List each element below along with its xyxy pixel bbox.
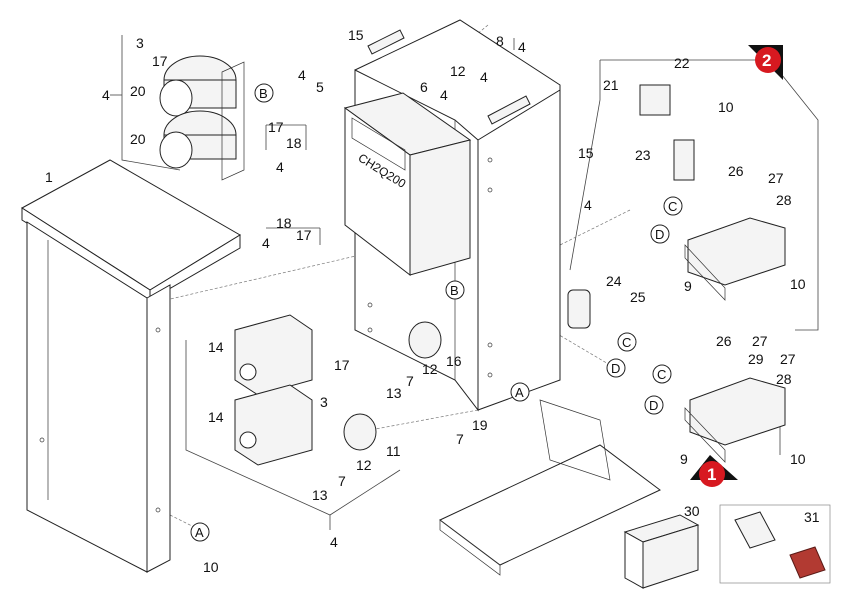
callout-27-b: 27 (752, 333, 768, 349)
callout-25: 25 (630, 289, 646, 305)
callout-24: 24 (606, 273, 622, 289)
callout-27-a: 27 (768, 170, 784, 186)
callout-17-c: 17 (296, 227, 312, 243)
relays (234, 314, 313, 466)
marker-2: 2 (748, 45, 783, 80)
callout-12-b: 12 (422, 361, 438, 377)
callout-20-a: 20 (130, 83, 146, 99)
connector-C-upper: C (663, 196, 683, 216)
svg-text:A: A (195, 525, 204, 540)
callout-23: 23 (635, 147, 651, 163)
callout-28-a: 28 (776, 192, 792, 208)
cover-panel (21, 159, 241, 573)
callout-26-b: 26 (716, 333, 732, 349)
svg-text:D: D (655, 227, 664, 242)
callout-15-b: 15 (578, 145, 594, 161)
callout-12-c: 12 (356, 457, 372, 473)
callout-30: 30 (684, 503, 700, 519)
callout-31: 31 (804, 509, 820, 525)
svg-text:D: D (649, 398, 658, 413)
small-parts (343, 84, 695, 451)
callout-13-b: 13 (312, 487, 328, 503)
svg-text:D: D (611, 361, 620, 376)
control-module-box: CH2Q200 (343, 92, 472, 277)
callout-4-i: 4 (330, 534, 338, 550)
connector-A-center: A (510, 382, 530, 402)
callout-4-b: 4 (276, 159, 284, 175)
callout-4-d: 4 (298, 67, 306, 83)
callout-17-b: 17 (268, 119, 284, 135)
callout-7-a: 7 (406, 373, 414, 389)
fuse-holder-lower (684, 377, 786, 463)
callout-10-a: 10 (718, 99, 734, 115)
callout-21: 21 (603, 77, 619, 93)
callout-3-b: 3 (320, 394, 328, 410)
callout-28-b: 28 (776, 371, 792, 387)
callout-22: 22 (674, 55, 690, 71)
inset-box-31 (719, 504, 831, 584)
connector-B-left: B (254, 83, 274, 103)
svg-text:B: B (450, 283, 459, 298)
callout-15-a: 15 (348, 27, 364, 43)
connector-D-upper: D (650, 224, 670, 244)
callout-11: 11 (386, 443, 401, 459)
callout-26-a: 26 (728, 163, 744, 179)
callout-19: 19 (472, 417, 488, 433)
marker-1: 1 (690, 455, 738, 487)
callout-4-e: 4 (480, 69, 488, 85)
svg-text:C: C (668, 199, 677, 214)
svg-text:A: A (515, 385, 524, 400)
battery-box (623, 514, 700, 589)
spacers-15 (367, 29, 531, 125)
connector-labels: B B C D C D C D (190, 83, 683, 542)
callout-14-b: 14 (208, 409, 224, 425)
callout-10-b: 10 (790, 276, 806, 292)
callout-4-h: 4 (584, 197, 592, 213)
callout-13-a: 13 (386, 385, 402, 401)
callout-7-b: 7 (456, 431, 464, 447)
callout-10-d: 10 (203, 559, 219, 575)
callout-14-a: 14 (208, 339, 224, 355)
connector-D-lower: D (644, 395, 664, 415)
callout-4-a: 4 (102, 87, 110, 103)
connector-C-lower: C (652, 364, 672, 384)
callout-20-b: 20 (130, 131, 146, 147)
connector-D-center: D (606, 358, 626, 378)
svg-text:1: 1 (707, 465, 716, 484)
callout-29: 29 (748, 351, 764, 367)
callout-8: 8 (496, 33, 504, 49)
callout-27-c: 27 (780, 351, 796, 367)
callout-16: 16 (446, 353, 462, 369)
connector-A-bottom: A (190, 522, 210, 542)
capacitors (159, 55, 245, 181)
callout-4-f: 4 (440, 87, 448, 103)
callout-7-c: 7 (338, 473, 346, 489)
fuse-holder-upper (684, 217, 786, 301)
callout-17-a: 17 (152, 53, 168, 69)
svg-text:C: C (622, 335, 631, 350)
callout-3: 3 (136, 35, 144, 51)
svg-text:B: B (259, 86, 268, 101)
svg-text:2: 2 (762, 51, 771, 70)
base-frame (439, 399, 661, 576)
callout-9-a: 9 (684, 278, 692, 294)
callout-10-c: 10 (790, 451, 806, 467)
callout-9-b: 9 (680, 451, 688, 467)
callout-6: 6 (420, 79, 428, 95)
connector-C-center: C (617, 332, 637, 352)
callout-1: 1 (45, 169, 53, 185)
svg-text:C: C (657, 367, 666, 382)
callout-12-a: 12 (450, 63, 466, 79)
callout-labels: 1 3 4 17 20 20 17 18 4 18 17 4 15 4 5 12… (45, 27, 820, 575)
callout-4-c: 4 (262, 235, 270, 251)
callout-5: 5 (316, 79, 324, 95)
connector-B-center: B (445, 280, 465, 300)
callout-4-g: 4 (518, 39, 526, 55)
callout-18-a: 18 (286, 135, 302, 151)
callout-17-d: 17 (334, 357, 350, 373)
callout-18-b: 18 (276, 215, 292, 231)
